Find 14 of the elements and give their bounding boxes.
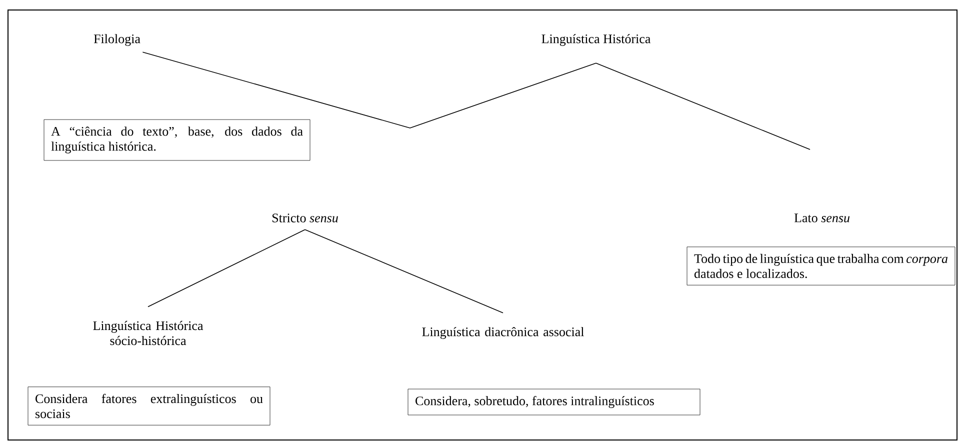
node-label: Lato sensu (794, 214, 850, 222)
connector-line (148, 229, 306, 308)
connector-line (304, 229, 504, 314)
text-box: Considera, sobretudo, fatores intralinguísticos (408, 388, 700, 416)
node-label: Filologia (94, 34, 140, 46)
node-label: Stricto sensu (272, 214, 338, 222)
text-box: Considera fatores extralinguísticos ou sociais (28, 386, 270, 426)
node-label: Linguística Histórica sócio-histórica (93, 320, 204, 346)
connector-line (596, 62, 810, 150)
node-label: Linguística diacrônica associal (422, 327, 584, 339)
node-label: Linguística Histórica (542, 34, 651, 46)
connector-line (142, 52, 596, 128)
text-box: Todo tipo de linguística que trabalha com corpora datados e localizados. (686, 246, 956, 286)
text-box: A “ciência do texto”, base, dos dados da linguística histórica. (44, 119, 310, 161)
